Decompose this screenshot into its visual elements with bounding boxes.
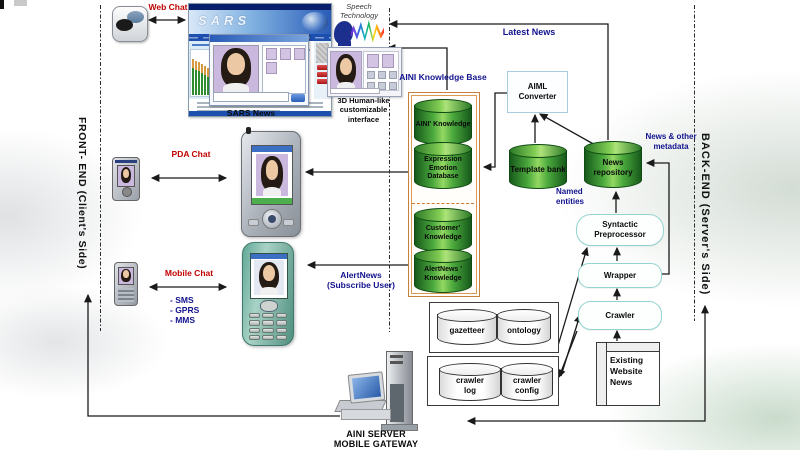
mobile-phone-device — [242, 242, 294, 346]
front-end-side-label: FRONT- END (Client's Side) — [76, 117, 88, 270]
sars-site-title: SARS — [198, 13, 251, 28]
syntactic-preprocessor-box: Syntactic Preprocessor — [576, 214, 664, 246]
back-end-side-label: BACK-END (Server's Side) — [699, 133, 711, 296]
named-entities-label: Named entities — [556, 187, 585, 206]
avatar — [213, 45, 259, 94]
scan-artifact — [14, 0, 27, 6]
sars-status-bar — [189, 111, 331, 116]
globe-icon — [302, 12, 328, 32]
middle-divider-line — [389, 8, 390, 332]
avatar-options-panel — [363, 51, 399, 91]
3d-interface-panel — [327, 47, 402, 97]
chat-send-button — [291, 94, 305, 102]
server-monitor-icon — [347, 371, 386, 404]
mobile-protocols-list: - SMS - GPRS - MMS — [170, 295, 214, 325]
pda-chat-label: PDA Chat — [171, 149, 211, 159]
back-end-divider-line — [694, 5, 695, 321]
crawler-config-cylinder: crawler config — [501, 363, 553, 401]
expression-emotion-db-cylinder: Expression Emotion Database — [414, 142, 472, 189]
mobile-chat-label: Mobile Chat — [164, 268, 214, 278]
chat-input — [213, 92, 289, 102]
alertnews-label: AlertNews — [340, 270, 382, 280]
alertnews-sublabel: (Subscribe User) — [326, 280, 396, 290]
ontology-cylinder: ontology — [497, 309, 551, 345]
wrapper-box: Wrapper — [578, 263, 662, 288]
protocol-sms: - SMS — [170, 295, 194, 305]
kb-dashed-divider — [412, 203, 474, 204]
sars-news-caption: SARS News — [226, 108, 276, 118]
aiml-converter-box: AIML Converter — [507, 71, 568, 113]
template-bank-cylinder: Template bank — [509, 144, 567, 189]
pda-device — [241, 127, 301, 237]
avatar-selector-panel — [262, 45, 306, 94]
speech-head-icon — [338, 40, 351, 46]
server-base-unit — [341, 409, 391, 420]
latest-news-label: Latest News — [502, 27, 556, 37]
crawler-box: Crawler — [578, 301, 662, 330]
protocol-gprs: - GPRS — [170, 304, 200, 315]
customer-knowledge-cylinder: Customer' Knowledge — [414, 208, 472, 252]
popup-title-bar — [210, 35, 308, 42]
sars-chat-popup — [209, 34, 309, 106]
scan-artifact — [0, 0, 4, 9]
news-repository-cylinder: News repository — [584, 141, 642, 188]
sars-website-thumbnail: SARS — [188, 3, 332, 117]
web-chat-icon — [112, 6, 148, 42]
kb-title: AINI Knowledge Base — [399, 72, 487, 82]
gazetteer-cylinder: gazetteer — [437, 309, 497, 345]
speech-spectrum-icon — [351, 20, 384, 43]
speech-head-icon — [334, 21, 353, 44]
pda-small-icon — [112, 157, 140, 201]
protocol-mms: - MMS — [170, 314, 196, 325]
sars-header: SARS — [189, 10, 331, 34]
server-tower-base — [381, 424, 418, 431]
sars-photo-thumb — [316, 43, 329, 63]
sars-menu-bar — [189, 4, 331, 10]
front-end-divider-line — [100, 5, 101, 331]
mobile-small-icon — [114, 262, 138, 306]
crawler-log-cylinder: crawler log — [439, 363, 501, 401]
sars-right-sidebar — [314, 41, 331, 99]
alertnews-knowledge-cylinder: AlertNews ' Knowledge — [414, 249, 472, 293]
web-chat-label: Web Chat — [148, 2, 188, 12]
news-metadata-label: News & other metadata — [645, 132, 697, 151]
existing-website-news-box: Existing Website News — [596, 342, 660, 406]
avatar — [330, 51, 362, 91]
aini-knowledge-cylinder: AINI' Knowledge — [414, 99, 472, 145]
interface-input — [330, 88, 380, 94]
